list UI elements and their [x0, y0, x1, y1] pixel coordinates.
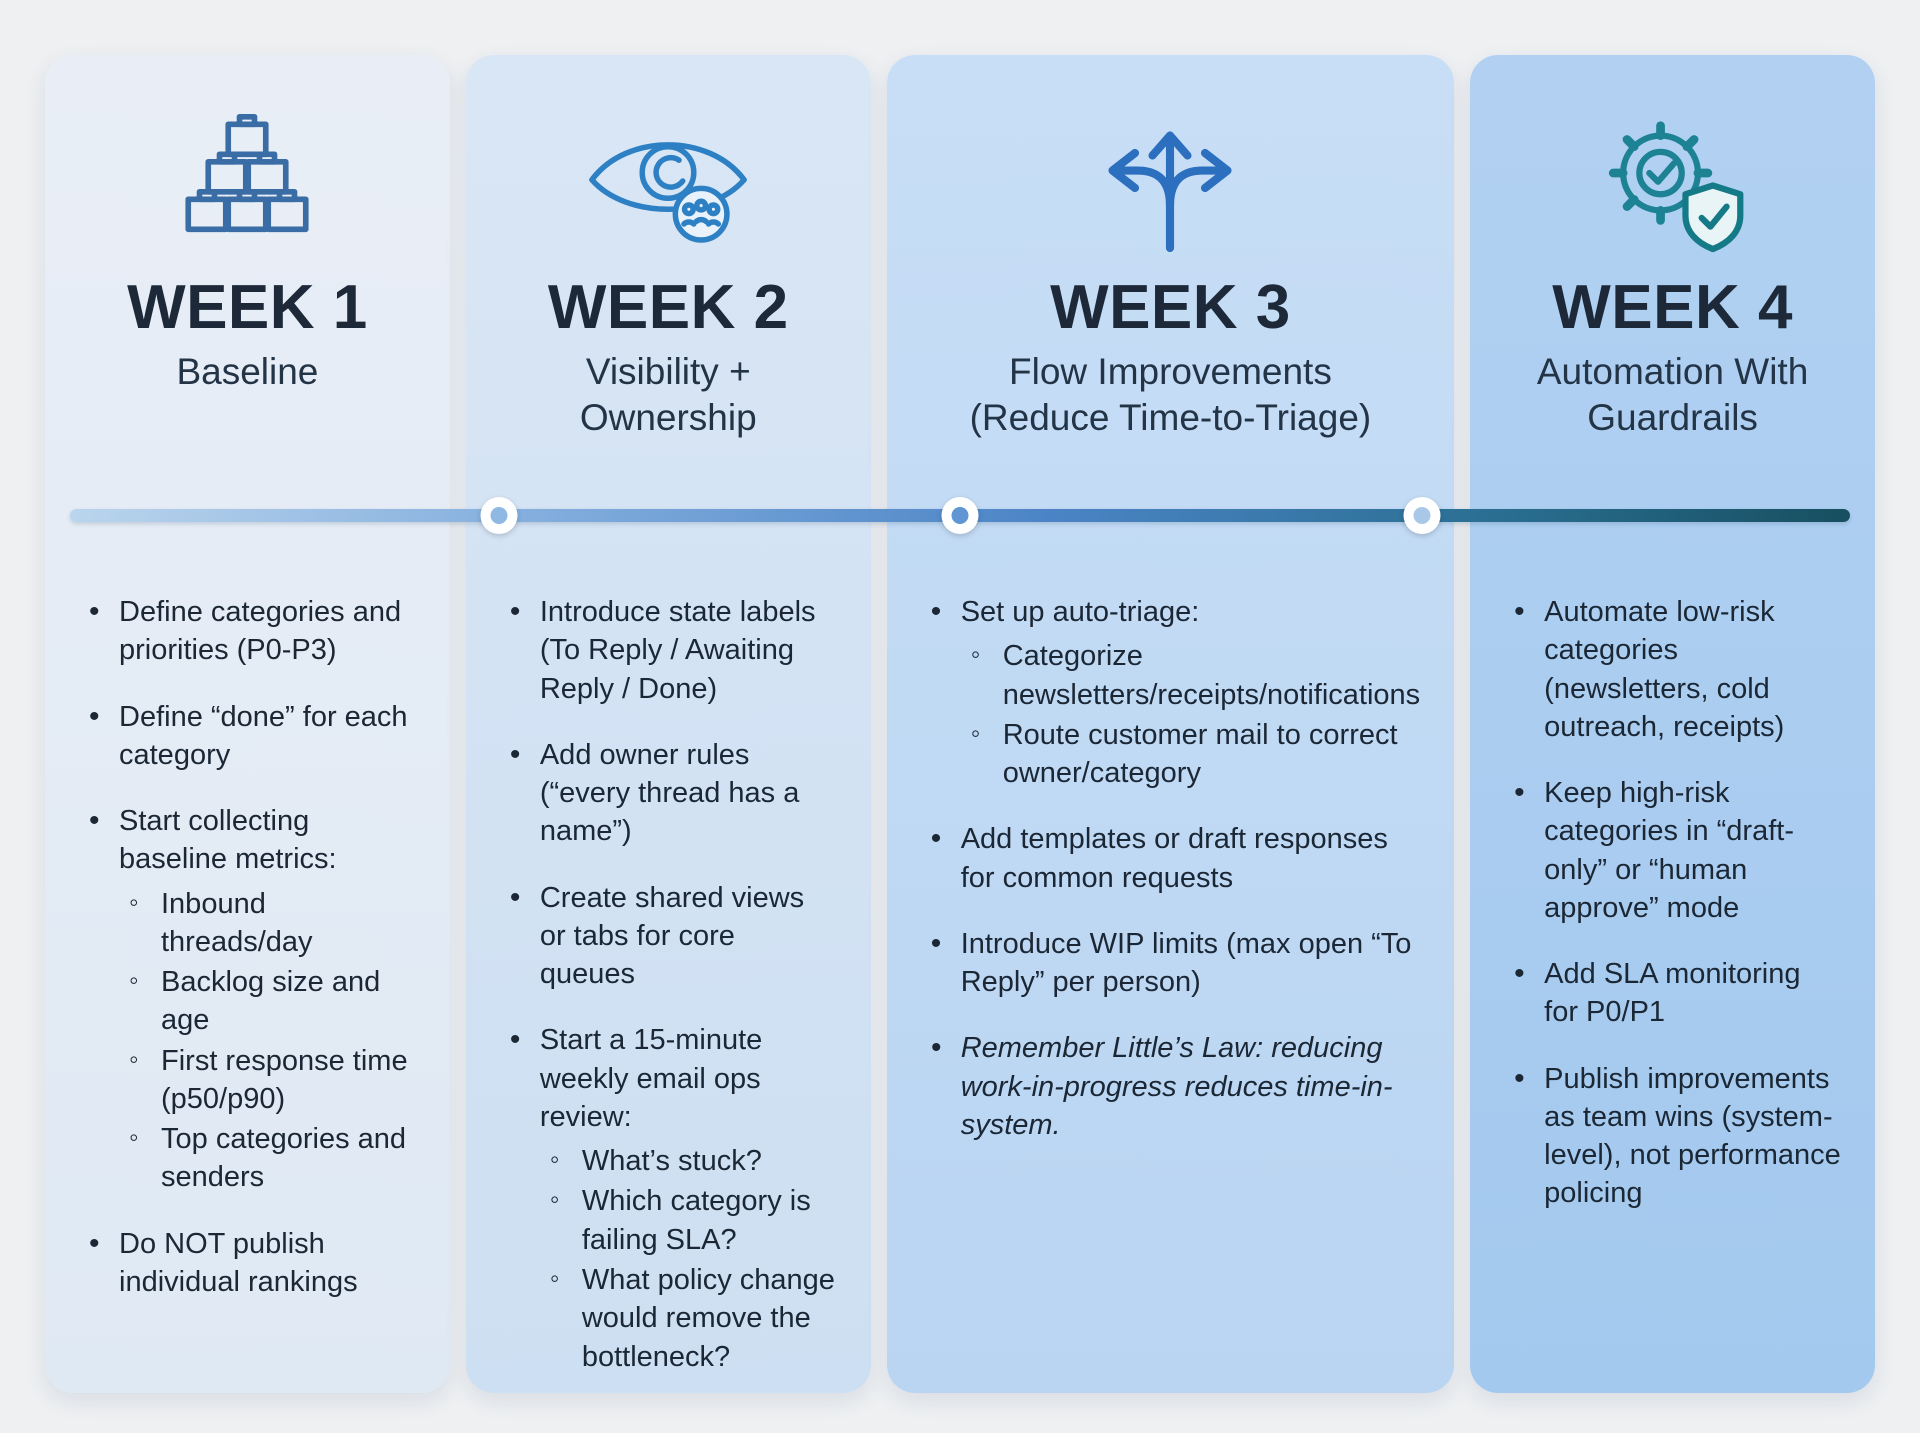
sub-bullet-list: Categorize newsletters/receipts/notifica…: [961, 637, 1420, 792]
week-4-card: WEEK 4 Automation With Guardrails Automa…: [1470, 55, 1875, 1393]
bullet-item: Define categories and priorities (P0-P3): [85, 592, 416, 670]
timeline-node-1-dot: [490, 507, 508, 524]
sub-bullet-item: Which category is failing SLA?: [548, 1182, 837, 1259]
week-4-header: WEEK 4 Automation With Guardrails: [1504, 103, 1841, 473]
sub-bullet-item: What policy change would remove the bott…: [548, 1261, 837, 1376]
week-2-card: WEEK 2 Visibility + Ownership Introduce …: [465, 55, 871, 1393]
week-3-title: WEEK 3: [1050, 273, 1291, 342]
week-2-bullet-list: Introduce state labels (To Reply / Await…: [500, 592, 837, 1376]
bullet-item: Add SLA monitoring for P0/P1: [1510, 954, 1841, 1032]
gear-shield-icon-graphic: [1608, 121, 1743, 253]
week-4-bullet-list: Automate low-risk categories (newsletter…: [1504, 592, 1841, 1213]
eye-oversight-icon-graphic: [589, 141, 748, 243]
building-blocks-icon-graphic: [185, 113, 309, 233]
eye-oversight-icon: [500, 103, 837, 263]
bullet-item: Publish improvements as team wins (syste…: [1510, 1059, 1841, 1213]
bullet-item: Introduce state labels (To Reply / Await…: [506, 592, 837, 708]
sub-bullet-item: Top categories and senders: [127, 1120, 416, 1197]
week-1-bullet-list: Define categories and priorities (P0-P3)…: [79, 592, 416, 1302]
week-3-header: WEEK 3 Flow Improvements (Reduce Time-to…: [921, 103, 1420, 473]
timeline-node-1: [480, 497, 518, 534]
week-3-card: WEEK 3 Flow Improvements (Reduce Time-to…: [886, 55, 1455, 1393]
sub-bullet-item: Categorize newsletters/receipts/notifica…: [969, 637, 1420, 714]
timeline-node-3: [1403, 497, 1441, 534]
timeline-node-2: [941, 497, 979, 534]
week-2-subtitle: Visibility + Ownership: [579, 351, 757, 439]
week-1-header: WEEK 1 Baseline: [79, 103, 416, 473]
week-3-subtitle: Flow Improvements (Reduce Time-to-Triage…: [969, 351, 1372, 439]
week-1-subtitle: Baseline: [176, 351, 319, 392]
bullet-item: Define “done” for each category: [85, 697, 416, 775]
sub-bullet-item: What’s stuck?: [548, 1142, 837, 1180]
bullet-item: Keep high-risk categories in “draft-only…: [1510, 773, 1841, 927]
week-1-card: WEEK 1 Baseline Define categories and pr…: [45, 55, 450, 1393]
timeline-node-3-dot: [1413, 507, 1431, 524]
bullet-item: Add owner rules (“every thread has a nam…: [506, 735, 837, 851]
bullet-item: Automate low-risk categories (newsletter…: [1510, 592, 1841, 746]
week-2-header: WEEK 2 Visibility + Ownership: [500, 103, 837, 473]
week-columns-row: WEEK 1 Baseline Define categories and pr…: [45, 55, 1875, 1393]
bullet-item: Start collecting baseline metrics:Inboun…: [85, 801, 416, 1197]
bullet-item: Create shared views or tabs for core que…: [506, 878, 837, 994]
sub-bullet-list: Inbound threads/dayBacklog size and ageF…: [119, 885, 416, 1197]
sub-bullet-item: Inbound threads/day: [127, 885, 416, 962]
week-1-title: WEEK 1: [127, 273, 368, 342]
sub-bullet-item: First response time (p50/p90): [127, 1042, 416, 1119]
sub-bullet-item: Route customer mail to correct owner/cat…: [969, 716, 1420, 793]
week-4-subtitle: Automation With Guardrails: [1536, 351, 1809, 439]
sub-bullet-list: What’s stuck?Which category is failing S…: [540, 1142, 837, 1376]
gear-shield-icon: [1504, 103, 1841, 263]
building-blocks-icon: [79, 103, 416, 263]
branching-arrows-icon: [921, 103, 1420, 263]
week-2-title: WEEK 2: [547, 273, 789, 342]
bullet-item: Set up auto-triage:Categorize newsletter…: [927, 592, 1420, 792]
bullet-item: Introduce WIP limits (max open “To Reply…: [927, 924, 1420, 1002]
bullet-item: Do NOT publish individual rankings: [85, 1224, 416, 1302]
branching-arrows-icon-graphic: [1108, 131, 1232, 253]
bullet-item: Remember Little’s Law: reducing work-in-…: [927, 1028, 1420, 1144]
timeline-node-2-dot: [951, 507, 969, 524]
bullet-item: Start a 15-minute weekly email ops revie…: [506, 1020, 837, 1376]
bullet-item: Add templates or draft responses for com…: [927, 819, 1420, 897]
week-4-title: WEEK 4: [1552, 273, 1793, 342]
sub-bullet-item: Backlog size and age: [127, 963, 416, 1040]
week-3-bullet-list: Set up auto-triage:Categorize newsletter…: [921, 592, 1420, 1144]
